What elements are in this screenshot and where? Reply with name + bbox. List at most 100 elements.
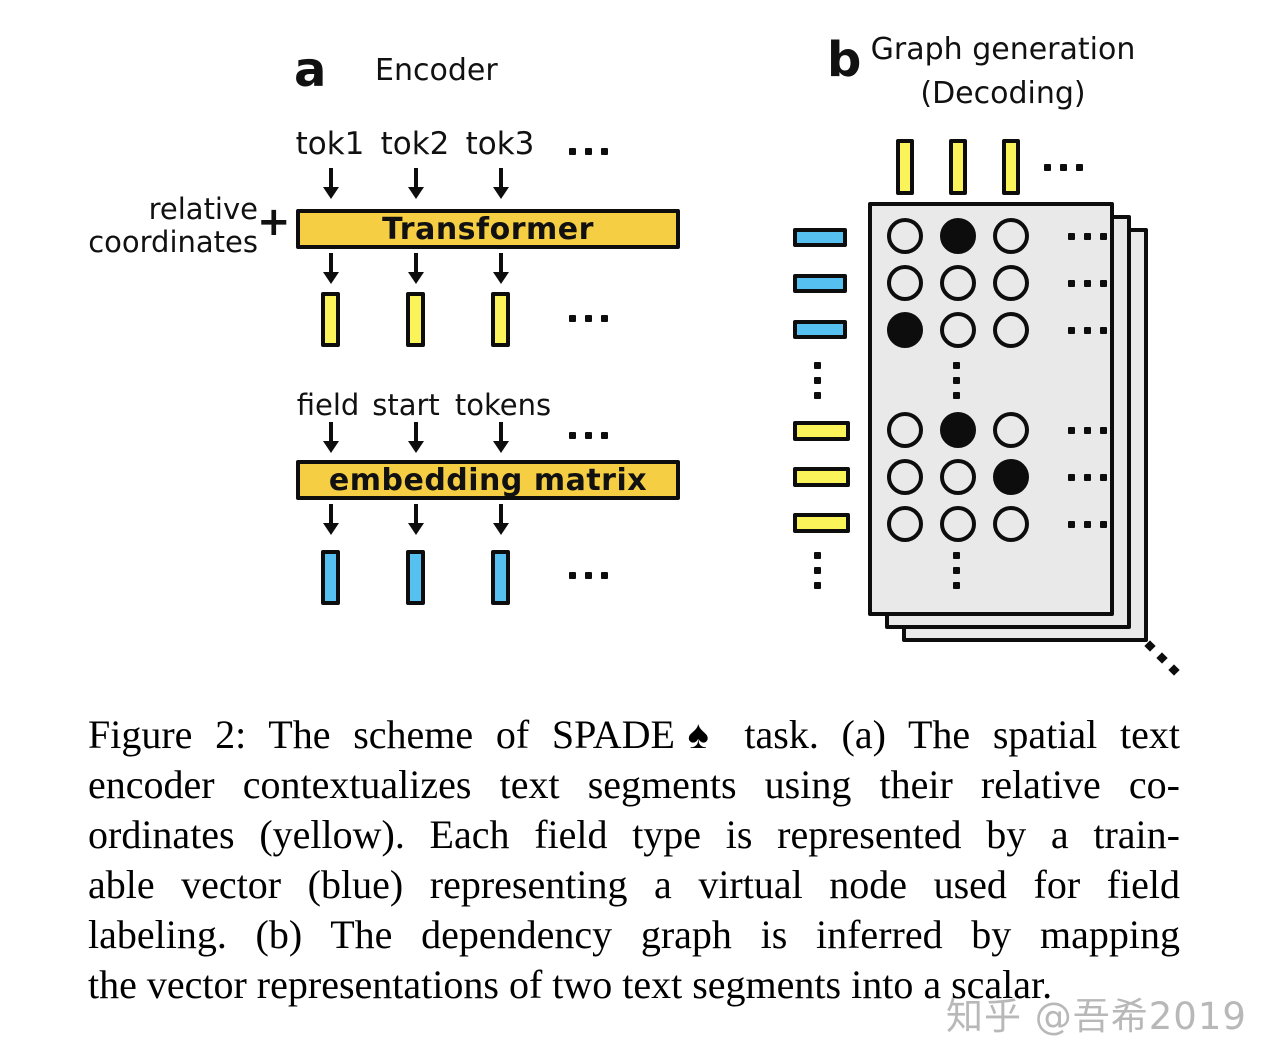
ellipsis-v-icon	[953, 362, 960, 399]
adjacency-cell-empty	[887, 459, 923, 495]
field-embedding-bars	[321, 550, 510, 605]
caption-line: ordinates (yellow). Each field type is r…	[88, 812, 1180, 857]
text-vector-bar	[793, 513, 850, 533]
field-vector-bars	[793, 228, 847, 339]
token-label: tok1	[295, 126, 365, 162]
down-arrow-icon	[407, 422, 425, 454]
panel-b-label: b	[827, 32, 862, 88]
adjacency-cell-empty	[993, 506, 1029, 542]
ellipsis-diagonal-icon	[1156, 652, 1168, 664]
ellipsis-h-icon	[569, 572, 608, 579]
adjacency-cell-empty	[993, 312, 1029, 348]
ellipsis-h-icon	[1068, 473, 1107, 481]
caption-line: Figure 2: The scheme of SPADE♠ task. (a)…	[88, 712, 1180, 757]
contextual-vector-bar	[406, 292, 425, 347]
adjacency-cell-empty	[993, 412, 1029, 448]
down-arrow-icon	[492, 168, 510, 200]
adjacency-cell-empty	[887, 218, 923, 254]
adjacency-cell-empty	[940, 312, 976, 348]
adjacency-grid-top	[887, 218, 1107, 348]
matrix-row	[887, 265, 1107, 301]
panel-a-title: Encoder	[375, 53, 498, 88]
adjacency-cell-filled	[887, 312, 923, 348]
field-vector-bar	[793, 274, 847, 293]
caption-line: labeling. (b) The dependency graph is in…	[88, 912, 1180, 957]
adjacency-cell-filled	[993, 459, 1029, 495]
field-word: start	[372, 388, 440, 422]
token-vector-bar	[896, 139, 914, 195]
adjacency-cell-filled	[940, 412, 976, 448]
text-vector-bars	[793, 421, 850, 533]
field-vector-bar	[793, 320, 847, 339]
ellipsis-h-icon	[1068, 520, 1107, 528]
matrix-row	[887, 412, 1107, 448]
figure-caption: Figure 2: The scheme of SPADE♠ task. (a)…	[88, 710, 1180, 1010]
adjacency-cell-empty	[940, 459, 976, 495]
panel-a-label: a	[294, 42, 327, 98]
relative-coordinates-line2: coordinates	[88, 225, 258, 259]
text-vector-bar	[793, 421, 850, 441]
token-label: tok2	[380, 126, 450, 162]
ellipsis-v-icon	[814, 552, 821, 589]
plus-sign: +	[257, 199, 291, 245]
adjacency-cell-empty	[940, 265, 976, 301]
field-word: tokens	[454, 388, 552, 422]
adjacency-cell-empty	[887, 506, 923, 542]
ellipsis-v-icon	[953, 552, 960, 589]
adjacency-cell-filled	[940, 218, 976, 254]
field-word: field	[296, 388, 360, 422]
ellipsis-h-icon	[1068, 232, 1107, 240]
transformer-box: Transformer	[296, 209, 680, 249]
contextual-vector-bar	[491, 292, 510, 347]
down-arrow-icon	[322, 168, 340, 200]
embedding-matrix-box: embedding matrix	[296, 460, 680, 500]
down-arrow-icon	[492, 504, 510, 536]
panel-b-title-line1: Graph generation	[870, 32, 1136, 67]
adjacency-cell-empty	[887, 412, 923, 448]
down-arrow-icon	[322, 253, 340, 285]
caption-line: able vector (blue) representing a virtua…	[88, 862, 1180, 907]
ellipsis-v-icon	[814, 362, 821, 399]
down-arrow-icon	[322, 504, 340, 536]
adjacency-cell-empty	[993, 265, 1029, 301]
token-label: tok3	[465, 126, 535, 162]
matrix-row	[887, 459, 1107, 495]
relative-coordinates-line1: relative	[148, 192, 258, 226]
relative-coordinates-label: relative coordinates	[62, 193, 258, 259]
panel-b-title: Graph generation (Decoding)	[870, 28, 1136, 116]
field-embedding-bar	[406, 550, 425, 605]
adjacency-cell-empty	[940, 506, 976, 542]
panel-b-title-line2: (Decoding)	[920, 76, 1086, 111]
field-embedding-bar	[321, 550, 340, 605]
text-vector-bar	[793, 467, 850, 487]
caption-line: the vector representations of two text s…	[88, 962, 1053, 1007]
adjacency-cell-empty	[993, 218, 1029, 254]
ellipsis-diagonal-icon	[1144, 640, 1156, 652]
down-arrow-icon	[492, 253, 510, 285]
matrix-row	[887, 506, 1107, 542]
down-arrow-icon	[407, 504, 425, 536]
field-vector-bar	[793, 228, 847, 247]
adjacency-grid-bottom	[887, 412, 1107, 542]
ellipsis-h-icon	[569, 432, 608, 439]
token-vector-bar	[949, 139, 967, 195]
adjacency-cell-empty	[887, 265, 923, 301]
token-vector-bars	[896, 139, 1020, 195]
contextual-vector-bars	[321, 292, 510, 347]
field-embedding-bar	[491, 550, 510, 605]
ellipsis-h-icon	[569, 315, 608, 322]
down-arrow-icon	[407, 168, 425, 200]
token-vector-bar	[1002, 139, 1020, 195]
ellipsis-h-icon	[1068, 326, 1107, 334]
zhihu-watermark: 知乎 @吾希2019	[946, 995, 1247, 1038]
ellipsis-h-icon	[569, 148, 608, 155]
ellipsis-h-icon	[1068, 279, 1107, 287]
down-arrow-icon	[407, 253, 425, 285]
down-arrow-icon	[492, 422, 510, 454]
matrix-row	[887, 312, 1107, 348]
ellipsis-diagonal-icon	[1168, 664, 1180, 676]
caption-line: encoder contextualizes text segments usi…	[88, 762, 1180, 807]
down-arrow-icon	[322, 422, 340, 454]
ellipsis-h-icon	[1044, 164, 1083, 171]
matrix-row	[887, 218, 1107, 254]
